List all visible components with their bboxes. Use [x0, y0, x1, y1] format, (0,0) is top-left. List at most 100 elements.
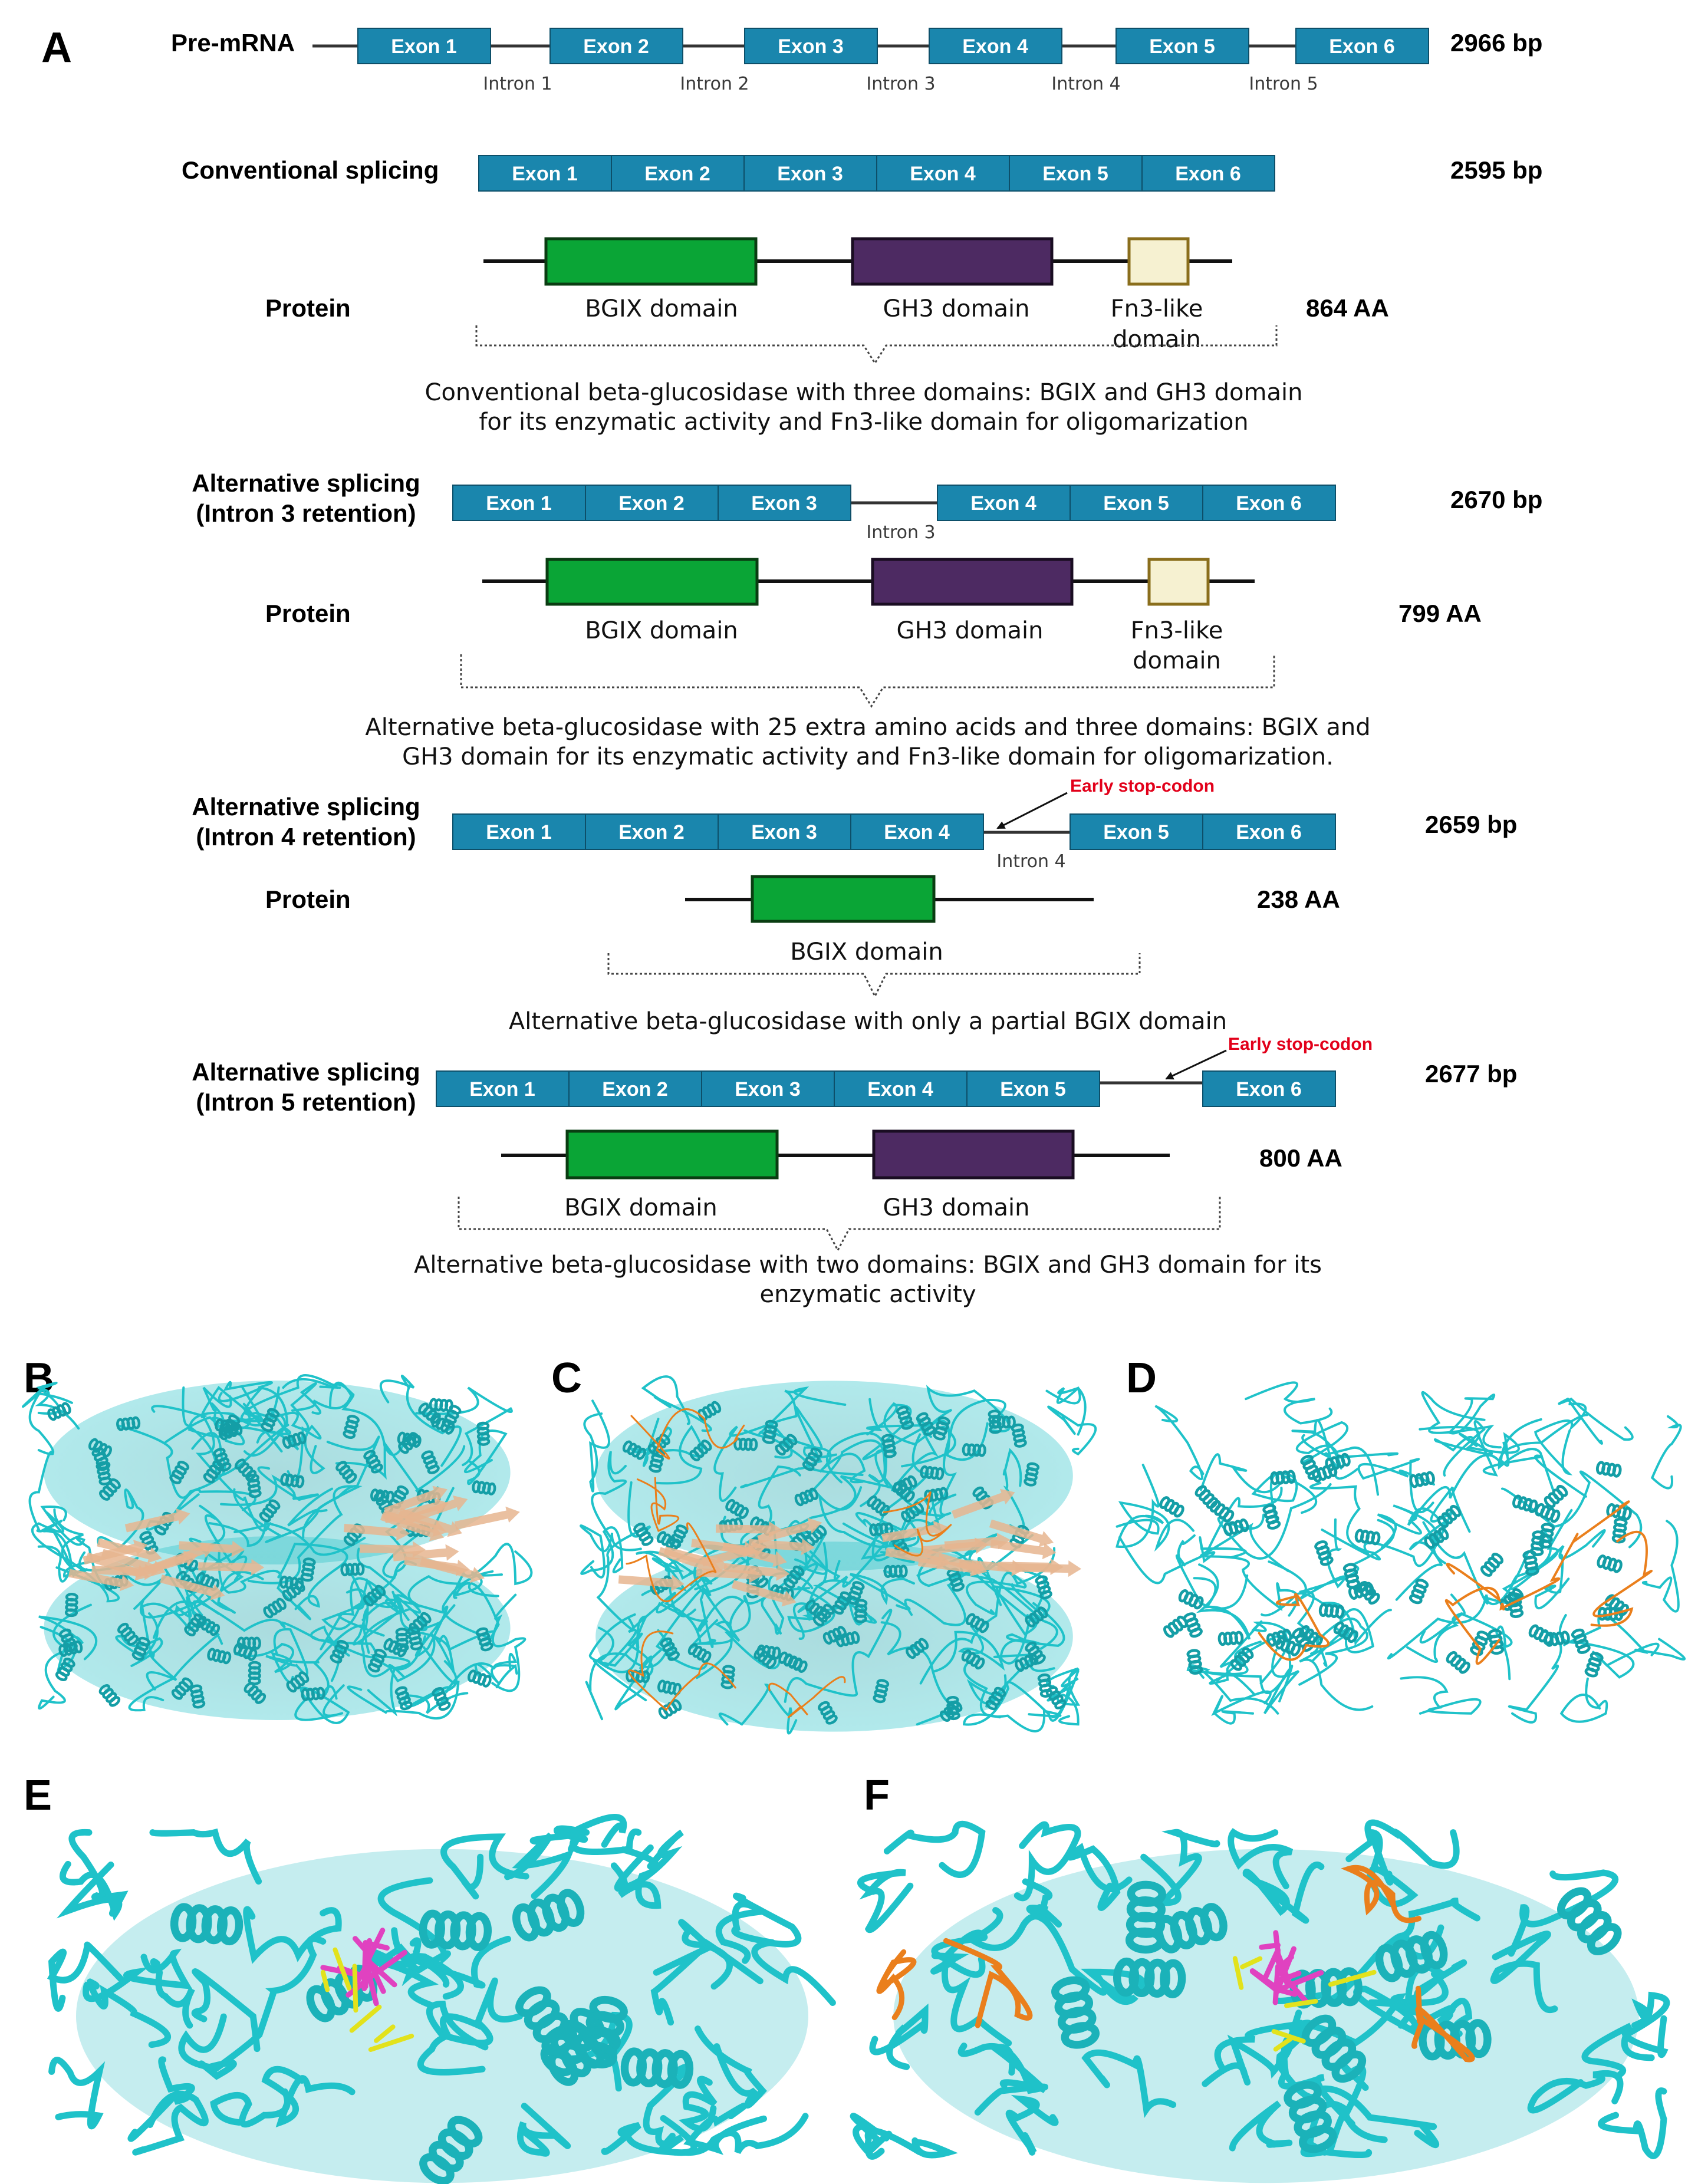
protein-loop	[733, 1892, 836, 2006]
conventional-gh3-box	[851, 237, 1054, 286]
protein-loop	[1200, 1487, 1290, 1573]
protein-helix	[243, 1682, 266, 1704]
conventional-exon-5-label: Exon 5	[1042, 163, 1108, 185]
intron4-exon-3	[718, 813, 851, 850]
protein-loop	[261, 2066, 356, 2128]
protein-helix	[131, 1636, 151, 1661]
protein-helix	[421, 1450, 440, 1474]
protein-loop	[1140, 1829, 1220, 1906]
protein-loop	[412, 1653, 518, 1705]
protein-loop	[1258, 1593, 1330, 1661]
protein-loop	[943, 1938, 1033, 2028]
protein-helix	[170, 1903, 243, 1946]
intron3-bgix-label: BGIX domain	[585, 617, 738, 644]
intron3-exon-3-label: Exon 3	[751, 492, 817, 515]
protein-strand	[343, 1524, 410, 1541]
protein-helix	[794, 1487, 819, 1507]
protein-helix	[1409, 1579, 1429, 1605]
protein-helix	[818, 1701, 838, 1725]
intron4-row: Alternative splicing (Intron 4 retention…	[192, 776, 1517, 1035]
protein-loop	[28, 1451, 75, 1577]
premrna-exon-6-label: Exon 6	[1329, 35, 1394, 58]
intron5-exon-2-label: Exon 2	[602, 1078, 667, 1101]
protein-helix	[1300, 1454, 1321, 1480]
protein-loop	[1022, 1878, 1062, 1928]
intron4-intron-label: Intron 4	[996, 851, 1065, 872]
protein-loop	[1508, 1630, 1562, 1724]
protein-loop	[785, 1520, 841, 1601]
protein-helix	[394, 1686, 413, 1711]
conventional-bgix-box	[544, 237, 758, 286]
protein-helix	[1223, 1518, 1249, 1537]
protein-helix	[335, 1461, 357, 1484]
conventional-fn3-label-1: Fn3-like	[1111, 295, 1203, 322]
intron3-gh3-label: GH3 domain	[896, 617, 1043, 644]
protein-helix	[340, 1562, 365, 1577]
protein-helix	[203, 1460, 225, 1484]
intron5-row: Alternative splicing (Intron 5 retention…	[192, 1035, 1517, 1308]
premrna-exon-1-label: Exon 1	[391, 35, 456, 58]
conventional-label: Conventional splicing	[182, 156, 439, 184]
protein-loop	[1268, 1518, 1346, 1605]
intron4-label-2: (Intron 4 retention)	[196, 823, 416, 851]
protein-loop	[678, 1919, 764, 1990]
premrna-exon-5-label: Exon 5	[1149, 35, 1215, 58]
protein-helix	[207, 1648, 232, 1665]
protein-helix	[215, 1418, 239, 1435]
protein-loop	[1411, 1985, 1475, 2063]
protein-loop	[313, 1588, 369, 1700]
protein-helix	[901, 1501, 924, 1523]
protein-loop	[1193, 1563, 1251, 1640]
protein-helix	[725, 1498, 749, 1519]
protein-strand	[393, 1544, 459, 1562]
protein-helix	[1186, 1649, 1203, 1675]
protein-loop	[883, 1820, 986, 1878]
protein-helix	[1571, 1628, 1591, 1654]
intron3-exon-3	[718, 485, 851, 521]
protein-helix	[1333, 1621, 1358, 1643]
intron5-bgix-label: BGIX domain	[564, 1194, 717, 1221]
protein-helix	[476, 1421, 491, 1446]
protein-loop	[1341, 1865, 1421, 1923]
conventional-desc-2: for its enzymatic activity and Fn3-like …	[479, 409, 1248, 436]
protein-helix	[697, 1401, 722, 1421]
protein-helix	[1230, 1647, 1254, 1671]
protein-strand	[944, 1533, 1011, 1550]
protein-loop	[1400, 1676, 1482, 1715]
premrna-exon-2-label: Exon 2	[583, 35, 649, 58]
protein-helix	[475, 1627, 493, 1652]
protein-helix	[1446, 1651, 1470, 1674]
intron3-desc-1: Alternative beta-glucosidase with 25 ext…	[365, 714, 1370, 741]
protein-loop	[966, 1657, 1055, 1708]
closeup-image-e	[35, 1814, 849, 2184]
protein-helix	[961, 1649, 985, 1670]
intron5-exon-6-label: Exon 6	[1236, 1078, 1301, 1101]
protein-loop	[1434, 1432, 1493, 1455]
premrna-label: Pre-mRNA	[171, 29, 295, 57]
premrna-exon-2	[549, 28, 683, 64]
intron4-exon-2-label: Exon 2	[618, 821, 684, 844]
protein-loop	[957, 2043, 1048, 2116]
protein-loop	[643, 2064, 690, 2153]
protein-helix	[300, 1557, 316, 1582]
protein-helix	[1595, 1461, 1622, 1478]
conventional-fn3-box	[1127, 237, 1190, 286]
protein-loop	[904, 1557, 1002, 1626]
protein-loop	[127, 2056, 195, 2142]
protein-helix	[1209, 1500, 1235, 1523]
protein-loop	[772, 1406, 864, 1476]
protein-helix	[753, 1648, 777, 1669]
protein-loop	[56, 1860, 123, 1921]
protein-loop	[150, 1958, 195, 2029]
protein-helix	[873, 1679, 890, 1704]
protein-helix	[783, 1565, 805, 1589]
protein-strand	[917, 1557, 984, 1577]
premrna-intron-1-label: Intron 1	[483, 74, 552, 94]
protein-loop	[1357, 1458, 1435, 1514]
protein-loop	[963, 1669, 1080, 1726]
protein-loop	[1211, 1690, 1272, 1725]
protein-loop	[1421, 1391, 1502, 1449]
protein-helix	[822, 1626, 847, 1645]
intron5-exon-1	[436, 1070, 570, 1107]
premrna-intron-3-label: Intron 3	[866, 74, 935, 94]
